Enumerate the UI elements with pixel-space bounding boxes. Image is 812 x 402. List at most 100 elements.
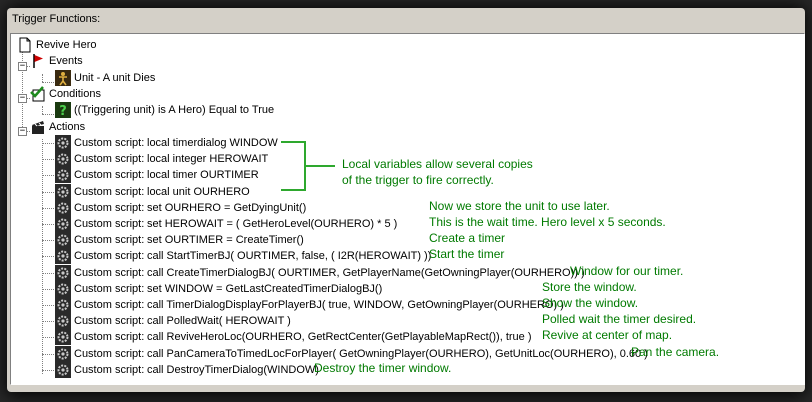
gear-icon [55,216,71,232]
action-prefix: Custom script: [74,331,145,343]
action-code: set OURHERO = GetDyingUnit() [147,202,307,214]
annotation-note: Destroy the timer window. [314,361,452,375]
action-prefix: Custom script: [74,186,145,198]
tree-line [42,305,54,306]
annotation-note: Window for our timer. [570,264,684,278]
action-prefix: Custom script: [74,218,145,230]
tree-line [42,175,54,176]
tree-line [42,256,54,257]
green-check-icon [30,86,46,102]
action-prefix: Custom script: [74,364,145,376]
action-code: local timer OURTIMER [147,169,259,181]
collapse-actions-toggle[interactable]: − [18,126,27,136]
annotation-note: This is the wait time. Hero level x 5 se… [429,215,666,229]
tree-line [42,289,54,290]
tree-line [42,208,54,209]
action-code: call CreateTimerDialogBJ( OURTIMER, GetP… [147,267,585,279]
gear-icon [55,281,71,297]
gear-icon [55,200,71,216]
action-code: local integer HEROWAIT [147,153,269,165]
annotation-note: Create a timer [429,231,506,245]
action-prefix: Custom script: [74,234,145,246]
collapse-conditions-toggle[interactable]: − [18,93,27,103]
events-label: Events [49,55,83,67]
tree-line [42,192,54,193]
tree-line [42,143,54,144]
condition-item-label: ((Triggering unit) is A Hero) Equal to T… [74,104,275,116]
action-prefix: Custom script: [74,169,145,181]
action-prefix: Custom script: [74,283,145,295]
unit-figure-icon [55,70,71,86]
tree-line [42,370,54,371]
clapperboard-icon [30,119,46,135]
root-label: Revive Hero [36,39,97,51]
tree-line [42,159,54,160]
annotation-note: Revive at center of map. [542,328,673,342]
gear-icon [55,362,71,378]
panel-title-label: Trigger Functions: [12,13,101,25]
locals-annotation-line1: Local variables allow several copies [342,157,533,171]
tree-line [42,337,54,338]
action-prefix: Custom script: [74,348,145,360]
annotation-note: Pan the camera. [631,345,720,359]
action-code: local unit OURHERO [147,186,250,198]
actions-label: Actions [49,121,86,133]
action-prefix: Custom script: [74,153,145,165]
svg-text:?: ? [59,104,67,118]
action-prefix: Custom script: [74,202,145,214]
trigger-functions-panel: Trigger Functions: − − − Revive Hero [7,8,805,392]
action-code: call ReviveHeroLoc(OURHERO, GetRectCente… [147,331,532,343]
action-code: set WINDOW = GetLastCreatedTimerDialogBJ… [147,283,383,295]
gear-icon [55,329,71,345]
gear-icon [55,297,71,313]
gear-icon [55,151,71,167]
annotation-note: Store the window. [542,280,637,294]
action-code: call PanCameraToTimedLocForPlayer( GetOw… [147,348,648,360]
action-code: set HEROWAIT = ( GetHeroLevel(OURHERO) *… [147,218,398,230]
conditions-label: Conditions [49,88,101,100]
collapse-events-toggle[interactable]: − [18,61,27,71]
tree-line [42,354,54,355]
gear-icon [55,135,71,151]
annotation-note: Start the timer [429,247,505,261]
action-code: set OURTIMER = CreateTimer() [147,234,304,246]
tree-line [42,74,43,82]
event-item-label: Unit - A unit Dies [74,72,156,84]
question-mark-icon: ? [55,102,71,119]
locals-annotation-line2: of the trigger to fire correctly. [342,173,494,187]
gear-icon [55,265,71,281]
annotation-note: Show the window. [542,296,639,310]
gear-icon [55,248,71,264]
action-code: call TimerDialogDisplayForPlayerBJ( true… [147,299,564,311]
action-prefix: Custom script: [74,137,145,149]
tree-line [42,114,54,115]
tree-line [42,224,54,225]
tree-line [42,240,54,241]
action-code: local timerdialog WINDOW [147,137,278,149]
gear-icon [55,313,71,329]
panel-title: Trigger Functions: [12,13,100,25]
action-code: call DestroyTimerDialog(WINDOW) [147,364,319,376]
action-code: call StartTimerBJ( OURTIMER, false, ( I2… [147,250,432,262]
tree-line [42,273,54,274]
tree-line [42,321,54,322]
tree-line [42,82,54,83]
page-icon [17,37,33,53]
gear-icon [55,184,71,200]
action-prefix: Custom script: [74,250,145,262]
gear-icon [55,167,71,183]
red-flag-icon [30,53,46,69]
gear-icon [55,346,71,362]
locals-bracket [281,141,335,191]
annotation-note: Polled wait the timer desired. [542,312,697,326]
annotation-note: Now we store the unit to use later. [429,199,610,213]
trigger-tree[interactable]: − − − Revive Hero Events U [10,33,805,385]
action-prefix: Custom script: [74,267,145,279]
tree-line [22,52,23,131]
action-code: call PolledWait( HEROWAIT ) [147,315,291,327]
action-prefix: Custom script: [74,315,145,327]
action-prefix: Custom script: [74,299,145,311]
gear-icon [55,232,71,248]
locals-annotation: Local variables allow several copies of … [342,156,533,188]
